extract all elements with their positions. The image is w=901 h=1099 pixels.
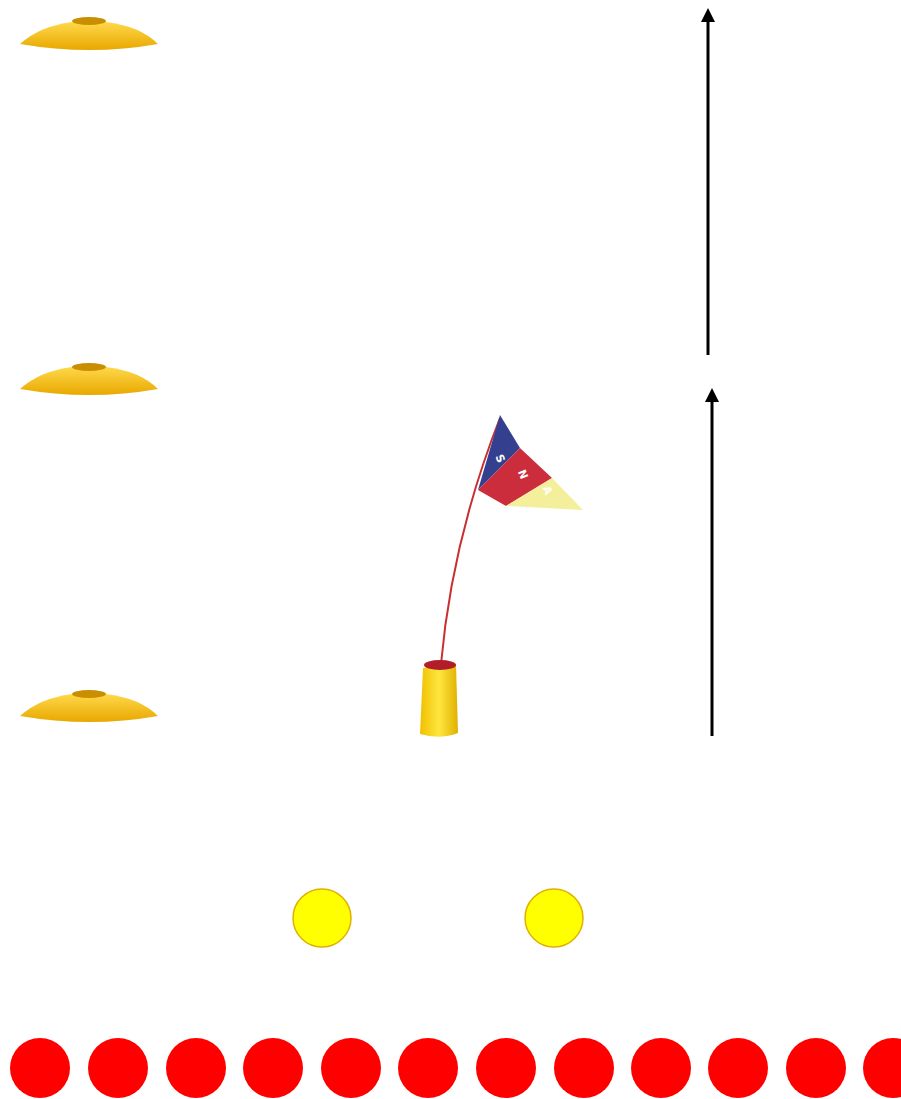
player-row [10, 1038, 901, 1098]
cone [20, 690, 158, 722]
cone [20, 363, 158, 395]
flag [420, 415, 583, 737]
run-arrow [705, 388, 719, 736]
cone [20, 17, 158, 50]
run-arrow [701, 8, 715, 355]
player-dot [525, 889, 583, 947]
player-dot [293, 889, 351, 947]
